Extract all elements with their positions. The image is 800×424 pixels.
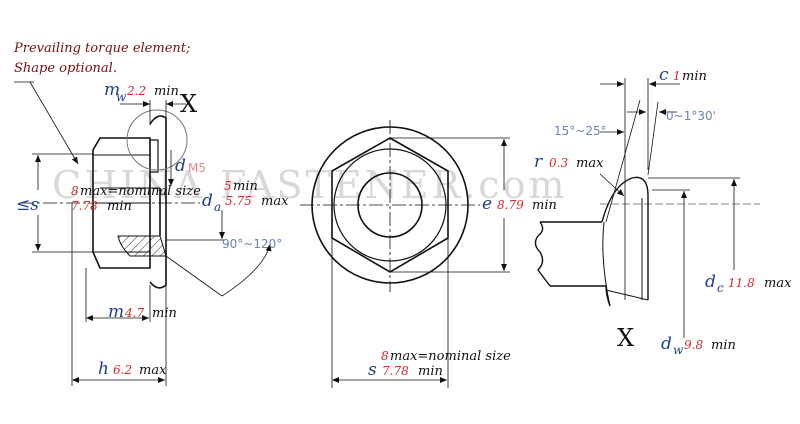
detail-mark-detail: X	[617, 324, 635, 352]
dim-angle-small: 0~1°30'	[666, 109, 716, 123]
front-view-centerlines	[300, 120, 480, 292]
note-line-1: Prevailing torque element;	[14, 41, 191, 56]
side-view	[92, 115, 167, 289]
dim-angle-side: 90°~120°	[222, 237, 283, 251]
detail-circle	[126, 109, 188, 171]
detail-view	[534, 176, 649, 307]
front-view-dims	[331, 137, 510, 388]
dim-angle-flange: 15°~25°	[554, 124, 607, 138]
watermark: CHINA FASTENER.com	[52, 163, 568, 207]
side-view-dims	[14, 81, 272, 386]
detail-mark-side: X	[180, 90, 198, 118]
detail-dims	[599, 78, 740, 338]
note-line-2: Shape optional.	[14, 61, 117, 76]
